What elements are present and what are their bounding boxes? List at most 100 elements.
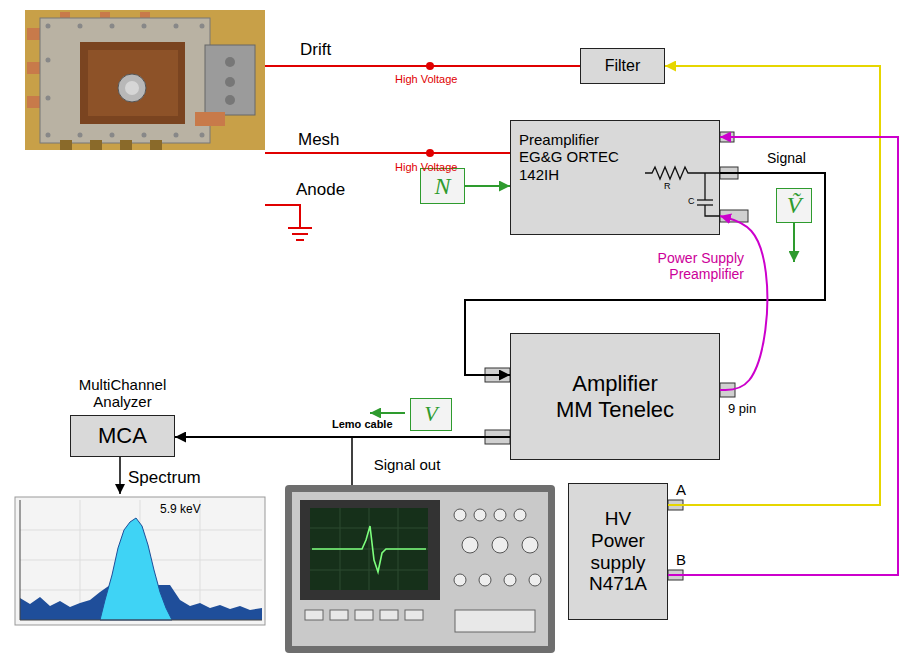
box-text: Preamplifier EG&G ORTEC 142IH: [519, 131, 627, 183]
box-text: Amplifier MM Tenelec: [552, 371, 678, 422]
oscilloscope-photo: [514, 509, 526, 521]
pin-name: 9 pin: [728, 402, 756, 417]
detector-photo: [25, 10, 265, 150]
detector-photo: [118, 74, 146, 102]
oscilloscope-photo: [504, 574, 516, 586]
oscilloscope-photo: [454, 574, 466, 586]
wire-junction: [426, 62, 434, 157]
measurement-arrow: [793, 223, 795, 262]
high-voltage-wire: [265, 152, 510, 154]
resistor-symbol: [645, 167, 720, 179]
detector-photo: [174, 133, 179, 138]
oscilloscope-photo: [529, 574, 541, 586]
ground-symbol: [288, 228, 312, 240]
variable-box: N: [420, 168, 465, 204]
oscilloscope-photo: [330, 610, 348, 620]
spectrum-plot: [20, 620, 262, 621]
amplifier-box: Amplifier MM Tenelec: [510, 333, 720, 460]
cable-name: Lemo cable: [330, 418, 395, 431]
power-supply-box: HV Power supply N471A: [568, 483, 668, 620]
box-text: HV Power supply N471A: [578, 508, 658, 595]
signal-name: Signal out: [372, 456, 442, 473]
detector-photo: [200, 24, 205, 29]
oscilloscope-photo: [312, 526, 426, 572]
spectrum-plot: [80, 500, 81, 620]
high-voltage-wire: [265, 205, 300, 228]
box-text: MCA: [98, 423, 147, 448]
capacitor-symbol: [704, 173, 705, 200]
oscilloscope-photo: [285, 485, 555, 653]
spectrum-plot: [20, 500, 262, 620]
spectrum-plot: [15, 497, 265, 625]
detector-photo: [142, 24, 147, 29]
oscilloscope-photo: [454, 509, 466, 521]
variable-box: Ṽ: [776, 188, 812, 223]
signal-wire: [351, 437, 353, 486]
capacitor-symbol: [705, 205, 720, 216]
detector-photo: [46, 96, 51, 101]
connector: [175, 436, 510, 438]
oscilloscope-photo: [474, 509, 486, 521]
oscilloscope-photo: [380, 610, 398, 620]
detector-photo: [174, 24, 179, 29]
detector-photo: [200, 133, 205, 138]
oscilloscope-photo: [310, 570, 428, 571]
filter-box: Filter: [580, 48, 665, 84]
preamplifier-box: Preamplifier EG&G ORTEC 142IH: [510, 120, 720, 235]
oscilloscope-photo: [494, 509, 506, 521]
spectrum-plot: [15, 497, 265, 625]
detector-photo: [150, 140, 162, 150]
port-name: B: [676, 551, 686, 568]
detector-photo: [225, 57, 235, 67]
oscilloscope-photo: [522, 537, 538, 553]
oscilloscope-photo: [285, 485, 555, 653]
spectrum-plot: [100, 518, 172, 620]
oscilloscope-photo: [305, 610, 535, 632]
variable-box: V: [410, 398, 452, 431]
detector-photo: [88, 50, 178, 116]
wire-junction: [426, 62, 434, 70]
box-text: N: [434, 173, 450, 199]
oscilloscope-photo: [492, 537, 508, 553]
resistor-symbol: [645, 167, 720, 179]
oscilloscope-photo: [292, 492, 548, 646]
detector-photo: [120, 140, 132, 150]
wire-name: Drift: [300, 40, 331, 60]
detector-photo: [125, 81, 139, 95]
capacitor-symbol: [697, 204, 713, 205]
wire-name: Mesh: [298, 130, 340, 150]
box-text: Filter: [605, 57, 641, 75]
detector-photo: [195, 112, 225, 126]
spectrum-plot: [200, 500, 201, 620]
port-name: A: [676, 481, 686, 498]
detector-photo: [78, 24, 83, 29]
oscilloscope-photo: [355, 610, 373, 620]
box-heading: MultiChannel Analyzer: [53, 376, 193, 411]
oscilloscope-photo: [310, 508, 428, 590]
detector-photo: [80, 42, 185, 124]
spectrum-plot: [20, 500, 21, 620]
high-voltage-wire: [265, 65, 580, 67]
box-text: V: [424, 402, 437, 426]
oscilloscope-photo: [369, 508, 370, 590]
oscilloscope-photo: [462, 537, 478, 553]
detector-photo: [110, 133, 115, 138]
oscilloscope-photo: [479, 574, 491, 586]
detector-photo: [46, 58, 51, 63]
detector-photo: [25, 10, 265, 150]
ground-symbol: [292, 233, 308, 235]
detector-photo: [110, 24, 115, 29]
oscilloscope-photo: [455, 610, 535, 632]
power-line-label: Power Supply Preamplifier: [634, 250, 746, 282]
wire-note: High Voltage: [395, 73, 457, 86]
oscilloscope-photo: [305, 610, 323, 620]
wire-name: Anode: [296, 180, 345, 200]
analyzer-box: MultiChannel AnalyzerMCA: [70, 415, 175, 457]
detector-photo: [46, 24, 205, 138]
detector-photo: [142, 133, 147, 138]
oscilloscope-photo: [405, 610, 423, 620]
